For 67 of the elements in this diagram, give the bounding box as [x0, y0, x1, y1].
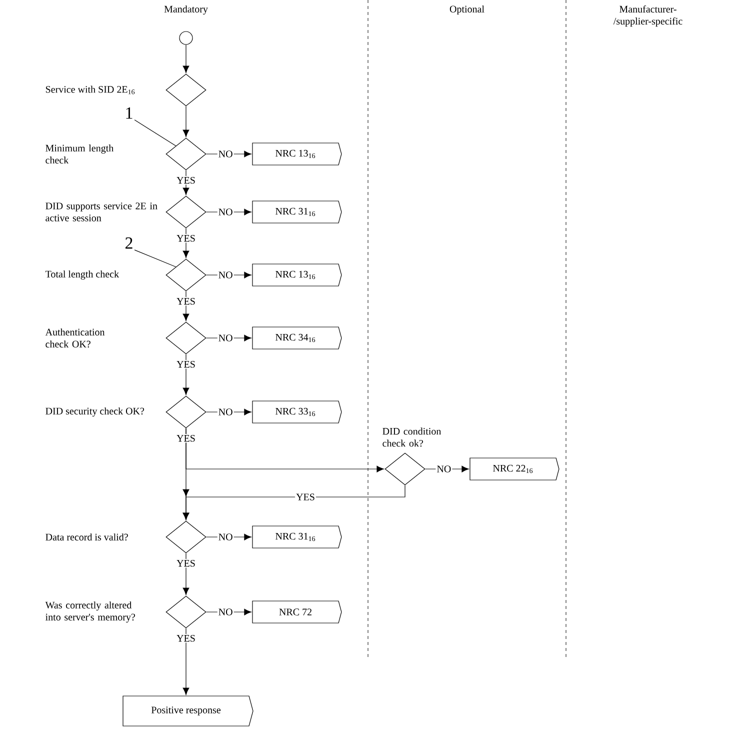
edge-label: YES [176, 434, 195, 442]
arrow [182, 106, 190, 137]
edge-label: YES [176, 360, 195, 368]
column-heading: Mandatory [164, 5, 208, 15]
step-label: Authentication check OK? [45, 328, 105, 348]
arrow [182, 291, 190, 321]
edge-label: NO [218, 608, 232, 616]
edge-label: NO [218, 334, 232, 342]
edge-label: NO [218, 208, 232, 216]
callout-number: 2 [126, 237, 132, 249]
column-heading: Optional [450, 5, 484, 15]
response-box: Positive response [122, 696, 254, 726]
leader-line [134, 250, 176, 268]
response-box: NRC 31$_{16}$ [252, 526, 342, 548]
start-circle [179, 31, 193, 45]
decision-diamond [166, 596, 206, 628]
arrow [206, 272, 252, 278]
arrow [206, 150, 252, 158]
edge-label: NO [218, 408, 232, 416]
decision-diamond [166, 322, 206, 354]
step-label: DID security check OK? [46, 407, 144, 417]
callout-number: 1 [126, 107, 132, 119]
leader-line [134, 120, 176, 146]
decision-diamond [166, 396, 206, 428]
arrow [425, 466, 469, 472]
edge-label: YES [176, 176, 195, 184]
arrow [182, 354, 190, 395]
arrow [206, 208, 252, 216]
edge-label: YES [176, 560, 195, 567]
edge-label: NO [218, 534, 232, 540]
step-label: DID supports service 2E in active session [46, 202, 158, 222]
decision-diamond [166, 138, 206, 170]
arrow [182, 485, 406, 520]
edge-label: NO [218, 272, 232, 278]
edge-label: YES [296, 494, 314, 500]
arrow [206, 408, 252, 416]
arrow [182, 553, 190, 595]
response-box: NRC 72 [252, 600, 342, 624]
arrow [182, 170, 190, 195]
response-box: NRC 13$_{16}$ [252, 264, 342, 286]
arrow [206, 334, 252, 342]
response-box: NRC 22$_{16}$ [470, 458, 560, 480]
decision-diamond [166, 196, 206, 228]
edge-label: NO [437, 466, 451, 472]
response-box: NRC 31$_{16}$ [252, 200, 342, 224]
arrow [206, 608, 252, 616]
response-box: NRC 33$_{16}$ [252, 400, 342, 424]
arrow [182, 228, 190, 258]
response-box: NRC 13$_{16}$ [252, 142, 342, 166]
column-heading: Manufacturer-/supplier-specific [613, 5, 682, 27]
edge-label: YES [176, 298, 195, 305]
step-label: Data record is valid? [46, 533, 128, 541]
decision-diamond [166, 520, 206, 554]
arrow [206, 534, 252, 540]
step-label: Was correctly altered into server's memory? [45, 601, 135, 623]
edge-label: YES [176, 634, 195, 642]
edge-label: NO [218, 150, 232, 158]
step-label: Minimum length check [46, 144, 114, 164]
step-label: Total length check [46, 270, 120, 280]
arrow [182, 628, 190, 695]
decision-diamond [166, 74, 206, 106]
response-box: NRC 34$_{16}$ [252, 326, 342, 350]
step-label: Service with SID 2E$_{16}$ [46, 86, 135, 94]
edge-label: YES [176, 234, 195, 242]
decision-diamond [166, 258, 206, 292]
arrow [182, 44, 190, 73]
step-label: DID condition check ok? [382, 428, 442, 447]
